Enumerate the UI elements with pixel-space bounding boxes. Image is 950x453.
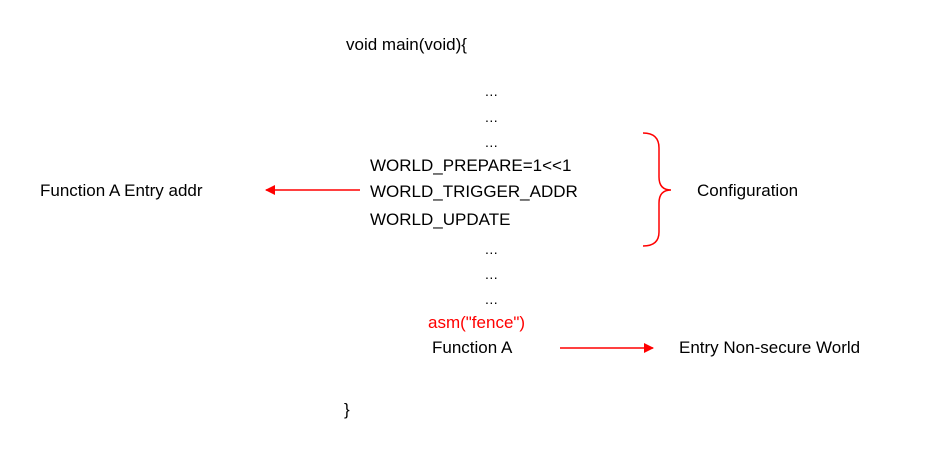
function-a-label: Function A: [432, 338, 513, 357]
ellipsis-top-1: ...: [485, 83, 499, 99]
asm-fence-line: asm("fence"): [428, 313, 526, 332]
ellipsis-bottom-3: ...: [485, 291, 499, 307]
world-trigger-addr-line: WORLD_TRIGGER_ADDR: [370, 182, 578, 201]
world-prepare-line: WORLD_PREPARE=1<<1: [370, 156, 572, 175]
ellipsis-bottom-2: ...: [485, 266, 499, 282]
configuration-brace: [642, 132, 672, 247]
ellipsis-top-2: ...: [485, 109, 499, 125]
ellipsis-bottom-1: ...: [485, 241, 499, 257]
main-function-header: void main(void){: [346, 35, 467, 54]
non-secure-entry-annotation: Entry Non-secure World: [679, 338, 861, 357]
configuration-annotation: Configuration: [697, 181, 799, 200]
world-update-line: WORLD_UPDATE: [370, 210, 511, 229]
closing-brace: }: [344, 400, 350, 419]
ellipsis-top-3: ...: [485, 134, 499, 150]
entry-addr-annotation: Function A Entry addr: [40, 181, 203, 200]
